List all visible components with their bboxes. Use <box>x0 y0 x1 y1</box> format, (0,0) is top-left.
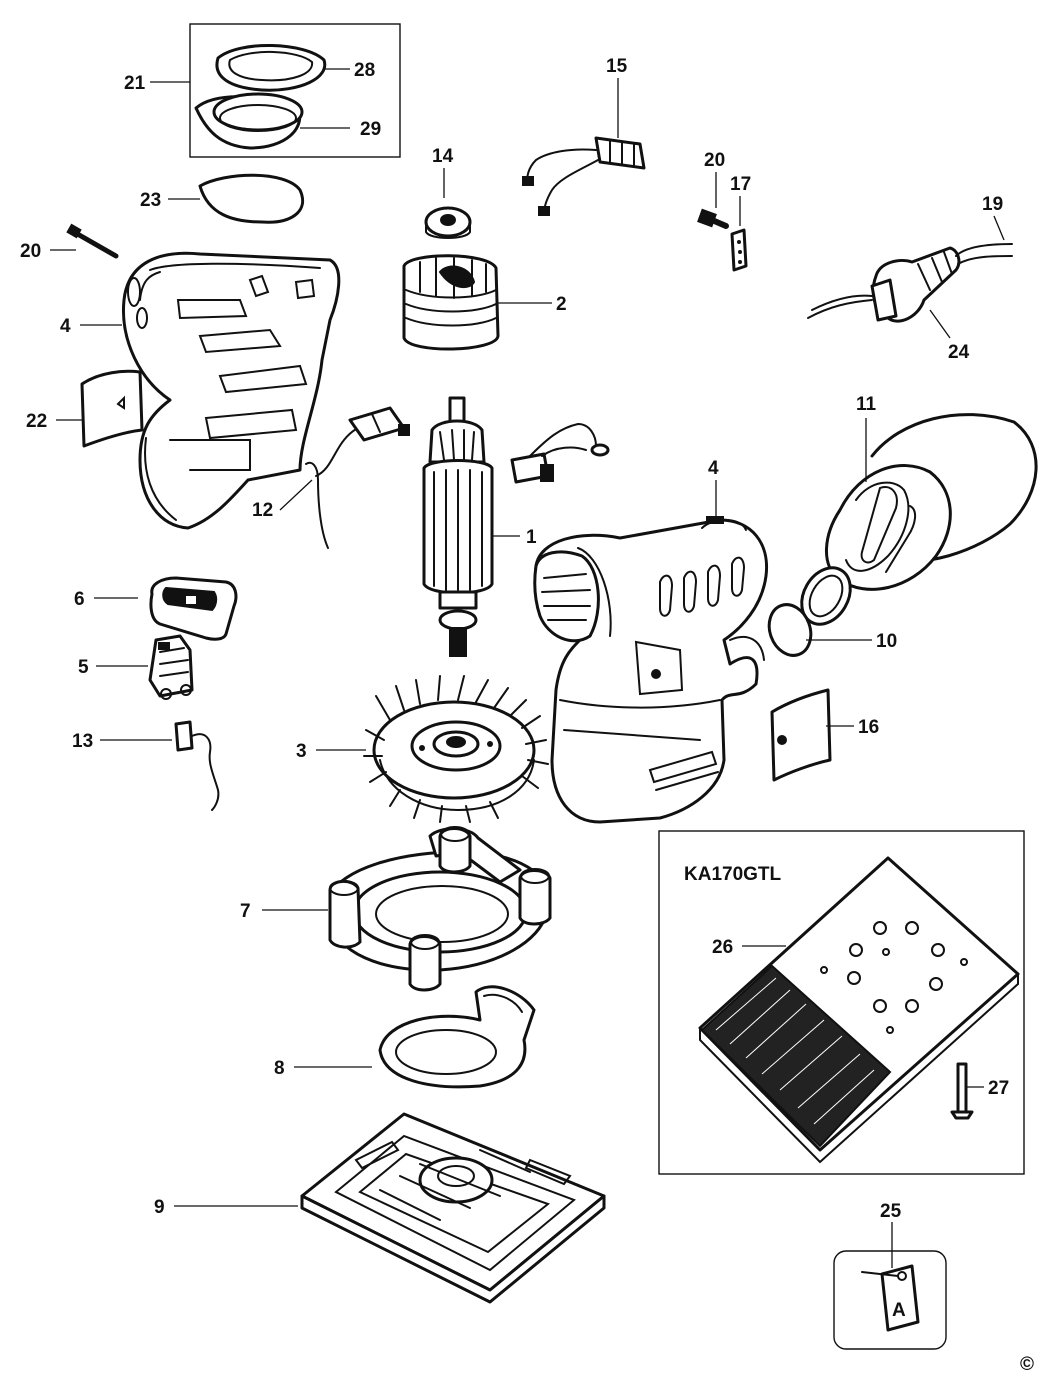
callout-26: 26 <box>712 937 733 958</box>
callout-labels: 28 21 29 15 14 23 20 17 19 20 2 4 24 22 … <box>20 56 1009 1222</box>
part-26-sanding-sheet <box>698 856 1020 1164</box>
part-3-fan <box>363 675 549 823</box>
callout-7: 7 <box>240 901 251 922</box>
part-4-housing-assembled <box>533 516 769 824</box>
part-17-brush-clip <box>730 228 748 272</box>
part-6-switch-cover <box>149 576 238 641</box>
callout-23: 23 <box>140 190 161 211</box>
callout-21: 21 <box>124 73 146 94</box>
part-23-filter <box>198 173 304 224</box>
part-22-label <box>80 369 144 448</box>
callout-19: 19 <box>982 194 1003 215</box>
callout-1: 1 <box>526 527 537 548</box>
part-2-field-stator <box>402 254 500 351</box>
callout-11: 11 <box>856 394 877 415</box>
callout-20-left: 20 <box>20 241 41 262</box>
tag-letter: A <box>892 1300 906 1321</box>
part-28-seal <box>215 43 327 92</box>
part-13-wire <box>174 720 220 811</box>
callout-3: 3 <box>296 741 307 762</box>
callout-25: 25 <box>880 1201 902 1222</box>
part-20-screw-left <box>66 223 119 259</box>
callout-27: 27 <box>988 1078 1009 1099</box>
part-27-pin <box>950 1062 974 1120</box>
callout-2: 2 <box>556 294 567 315</box>
part-wire-connector <box>510 422 610 484</box>
callout-17: 17 <box>730 174 751 195</box>
part-20-screw-right <box>697 208 729 229</box>
part-10-o-ring <box>767 603 813 657</box>
part-7-frame <box>328 826 552 992</box>
part-24-cord-guard <box>807 246 961 323</box>
part-9-base-pad <box>300 1112 606 1304</box>
copyright-mark: © <box>1020 1354 1034 1375</box>
kit-title: KA170GTL <box>684 864 782 885</box>
leader-lines <box>50 68 1005 1268</box>
callout-22: 22 <box>26 411 47 432</box>
kit-21-box <box>189 23 401 158</box>
callout-28: 28 <box>354 60 375 81</box>
callout-24: 24 <box>948 342 970 363</box>
callout-16: 16 <box>858 717 879 738</box>
part-5-switch <box>148 634 194 700</box>
callout-10: 10 <box>876 631 897 652</box>
callout-12: 12 <box>252 500 273 521</box>
callout-20-right: 20 <box>704 150 725 171</box>
part-19-power-cord <box>955 243 1013 265</box>
part-8-seal-ring <box>378 985 536 1089</box>
callout-14: 14 <box>432 146 454 167</box>
callout-15: 15 <box>606 56 628 77</box>
callout-4-right: 4 <box>708 458 719 479</box>
callout-9: 9 <box>154 1197 165 1218</box>
callout-4-left: 4 <box>60 316 71 337</box>
kit-box <box>658 830 1025 1175</box>
callout-6: 6 <box>74 589 85 610</box>
part-15-brush-holder <box>522 136 646 216</box>
part-16-label <box>770 688 832 782</box>
part-14-bearing <box>424 206 472 239</box>
part-1-armature <box>422 396 494 657</box>
callout-29: 29 <box>360 119 381 140</box>
callout-8: 8 <box>274 1058 285 1079</box>
part-4-housing-half-left <box>121 251 341 530</box>
part-25-tag: A <box>833 1250 947 1350</box>
callout-13: 13 <box>72 731 93 752</box>
part-29-dust-cap <box>194 92 304 150</box>
callout-5: 5 <box>78 657 89 678</box>
part-12-wire <box>305 406 410 549</box>
part-11-dust-canister <box>800 413 1038 626</box>
